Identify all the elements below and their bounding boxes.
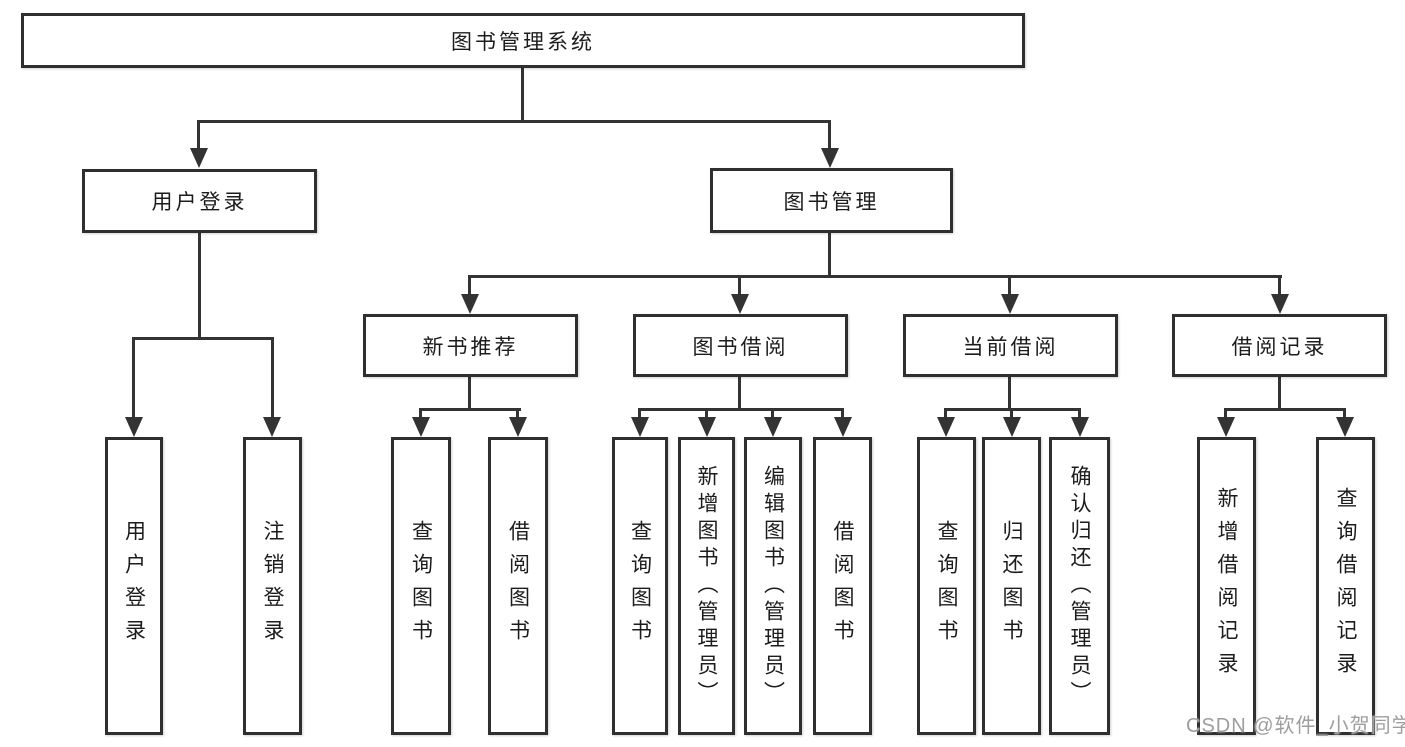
connector-root-stem — [521, 68, 524, 120]
leaf-query-books-current: 查询图书 — [917, 437, 976, 735]
connector-g4-branch — [1224, 408, 1346, 411]
arrow-down-icon — [1336, 417, 1354, 437]
leaf-borrow-books: 借阅图书 — [813, 437, 872, 735]
leaf-query-borrow-record: 查询借阅记录 — [1316, 437, 1375, 735]
node-user-login-label: 用户登录 — [151, 191, 248, 214]
arrow-down-icon — [834, 417, 852, 437]
connector-g1-branch — [419, 408, 521, 411]
connector-drop-l3 — [738, 275, 741, 297]
leaf-label: 查询图书 — [409, 520, 433, 652]
node-book-borrow: 图书借阅 — [633, 314, 848, 377]
leaf-label: 新增借阅记录 — [1215, 487, 1238, 685]
connector-g2-branch — [638, 408, 844, 411]
connector-drop-leaf — [944, 408, 947, 420]
leaf-label: 查询图书 — [628, 520, 652, 652]
node-root-label: 图书管理系统 — [451, 30, 595, 54]
connector-userlogin-branch — [132, 337, 274, 340]
arrow-down-icon — [190, 148, 208, 168]
connector-drop-leaf — [841, 408, 844, 420]
arrow-down-icon — [1217, 417, 1235, 437]
node-borrow-records: 借阅记录 — [1172, 314, 1387, 377]
leaf-label: 新增图书（管理员） — [695, 464, 718, 708]
leaf-return-book: 归还图书 — [982, 437, 1041, 735]
arrow-down-icon — [263, 417, 281, 437]
node-new-book-recommend-label: 新书推荐 — [422, 335, 519, 359]
arrow-down-icon — [764, 417, 782, 437]
connector-drop-leaf — [419, 408, 422, 420]
node-new-book-recommend: 新书推荐 — [363, 314, 578, 377]
leaf-label: 查询图书 — [935, 520, 958, 652]
leaf-label: 确认归还（管理员） — [1068, 464, 1091, 708]
leaf-label: 归还图书 — [1000, 520, 1023, 652]
arrow-down-icon — [821, 148, 839, 168]
connector-drop-l3 — [1008, 275, 1011, 297]
arrow-down-icon — [1001, 294, 1019, 314]
node-book-borrow-label: 图书借阅 — [692, 335, 789, 359]
connector-drop-leaf — [271, 337, 274, 419]
arrow-down-icon — [125, 417, 143, 437]
arrow-down-icon — [731, 294, 749, 314]
node-root: 图书管理系统 — [21, 13, 1025, 68]
leaf-label: 查询借阅记录 — [1334, 487, 1357, 685]
arrow-down-icon — [461, 294, 479, 314]
connector-drop-leaf — [1224, 408, 1227, 420]
connector-drop-book-mgmt — [828, 120, 831, 150]
leaf-add-book-admin: 新增图书（管理员） — [678, 437, 735, 735]
leaf-user-login-label: 用户登录 — [122, 520, 146, 652]
leaf-logout: 注销登录 — [243, 437, 302, 735]
arrow-down-icon — [937, 417, 955, 437]
connector-drop-l3 — [1278, 275, 1281, 297]
leaf-label: 借阅图书 — [506, 520, 530, 652]
node-borrow-records-label: 借阅记录 — [1231, 335, 1328, 359]
node-user-login: 用户登录 — [82, 169, 317, 233]
connector-g1-stem — [468, 377, 471, 408]
arrow-down-icon — [1003, 417, 1021, 437]
leaf-query-books-recommend: 查询图书 — [391, 437, 451, 735]
leaf-edit-book-admin: 编辑图书（管理员） — [744, 437, 802, 735]
node-current-borrow-label: 当前借阅 — [962, 335, 1059, 359]
connector-drop-leaf — [132, 337, 135, 419]
leaf-borrow-books-recommend: 借阅图书 — [488, 437, 548, 735]
leaf-query-books-borrow: 查询图书 — [612, 437, 668, 735]
connector-drop-leaf — [1078, 408, 1081, 420]
node-current-borrow: 当前借阅 — [903, 314, 1118, 377]
connector-drop-leaf — [1010, 408, 1013, 420]
connector-drop-l3 — [468, 275, 471, 297]
connector-g3-stem — [1008, 377, 1011, 408]
connector-g4-stem — [1278, 377, 1281, 408]
arrow-down-icon — [698, 417, 716, 437]
connector-userlogin-stem — [198, 233, 201, 337]
connector-drop-user-login — [197, 120, 200, 150]
leaf-add-borrow-record: 新增借阅记录 — [1197, 437, 1256, 735]
connector-bookmgmt-stem — [828, 233, 831, 275]
connector-drop-leaf — [516, 408, 519, 420]
node-book-management: 图书管理 — [710, 168, 953, 233]
arrow-down-icon — [412, 417, 430, 437]
node-book-management-label: 图书管理 — [783, 190, 880, 214]
leaf-logout-label: 注销登录 — [261, 520, 284, 652]
connector-drop-leaf — [638, 408, 641, 420]
connector-drop-leaf — [1343, 408, 1346, 420]
connector-drop-leaf — [771, 408, 774, 420]
connector-g2-stem — [738, 377, 741, 408]
leaf-label: 借阅图书 — [831, 520, 854, 652]
csdn-watermark: CSDN @软件_小贺同学 — [1186, 715, 1405, 737]
connector-root-branch — [197, 120, 831, 123]
leaf-confirm-return-admin: 确认归还（管理员） — [1049, 437, 1110, 735]
leaf-user-login: 用户登录 — [105, 437, 163, 735]
arrow-down-icon — [1271, 294, 1289, 314]
connector-bookmgmt-branch — [468, 275, 1282, 278]
leaf-label: 编辑图书（管理员） — [761, 464, 785, 708]
connector-drop-leaf — [705, 408, 708, 420]
arrow-down-icon — [1071, 417, 1089, 437]
arrow-down-icon — [509, 417, 527, 437]
arrow-down-icon — [631, 417, 649, 437]
